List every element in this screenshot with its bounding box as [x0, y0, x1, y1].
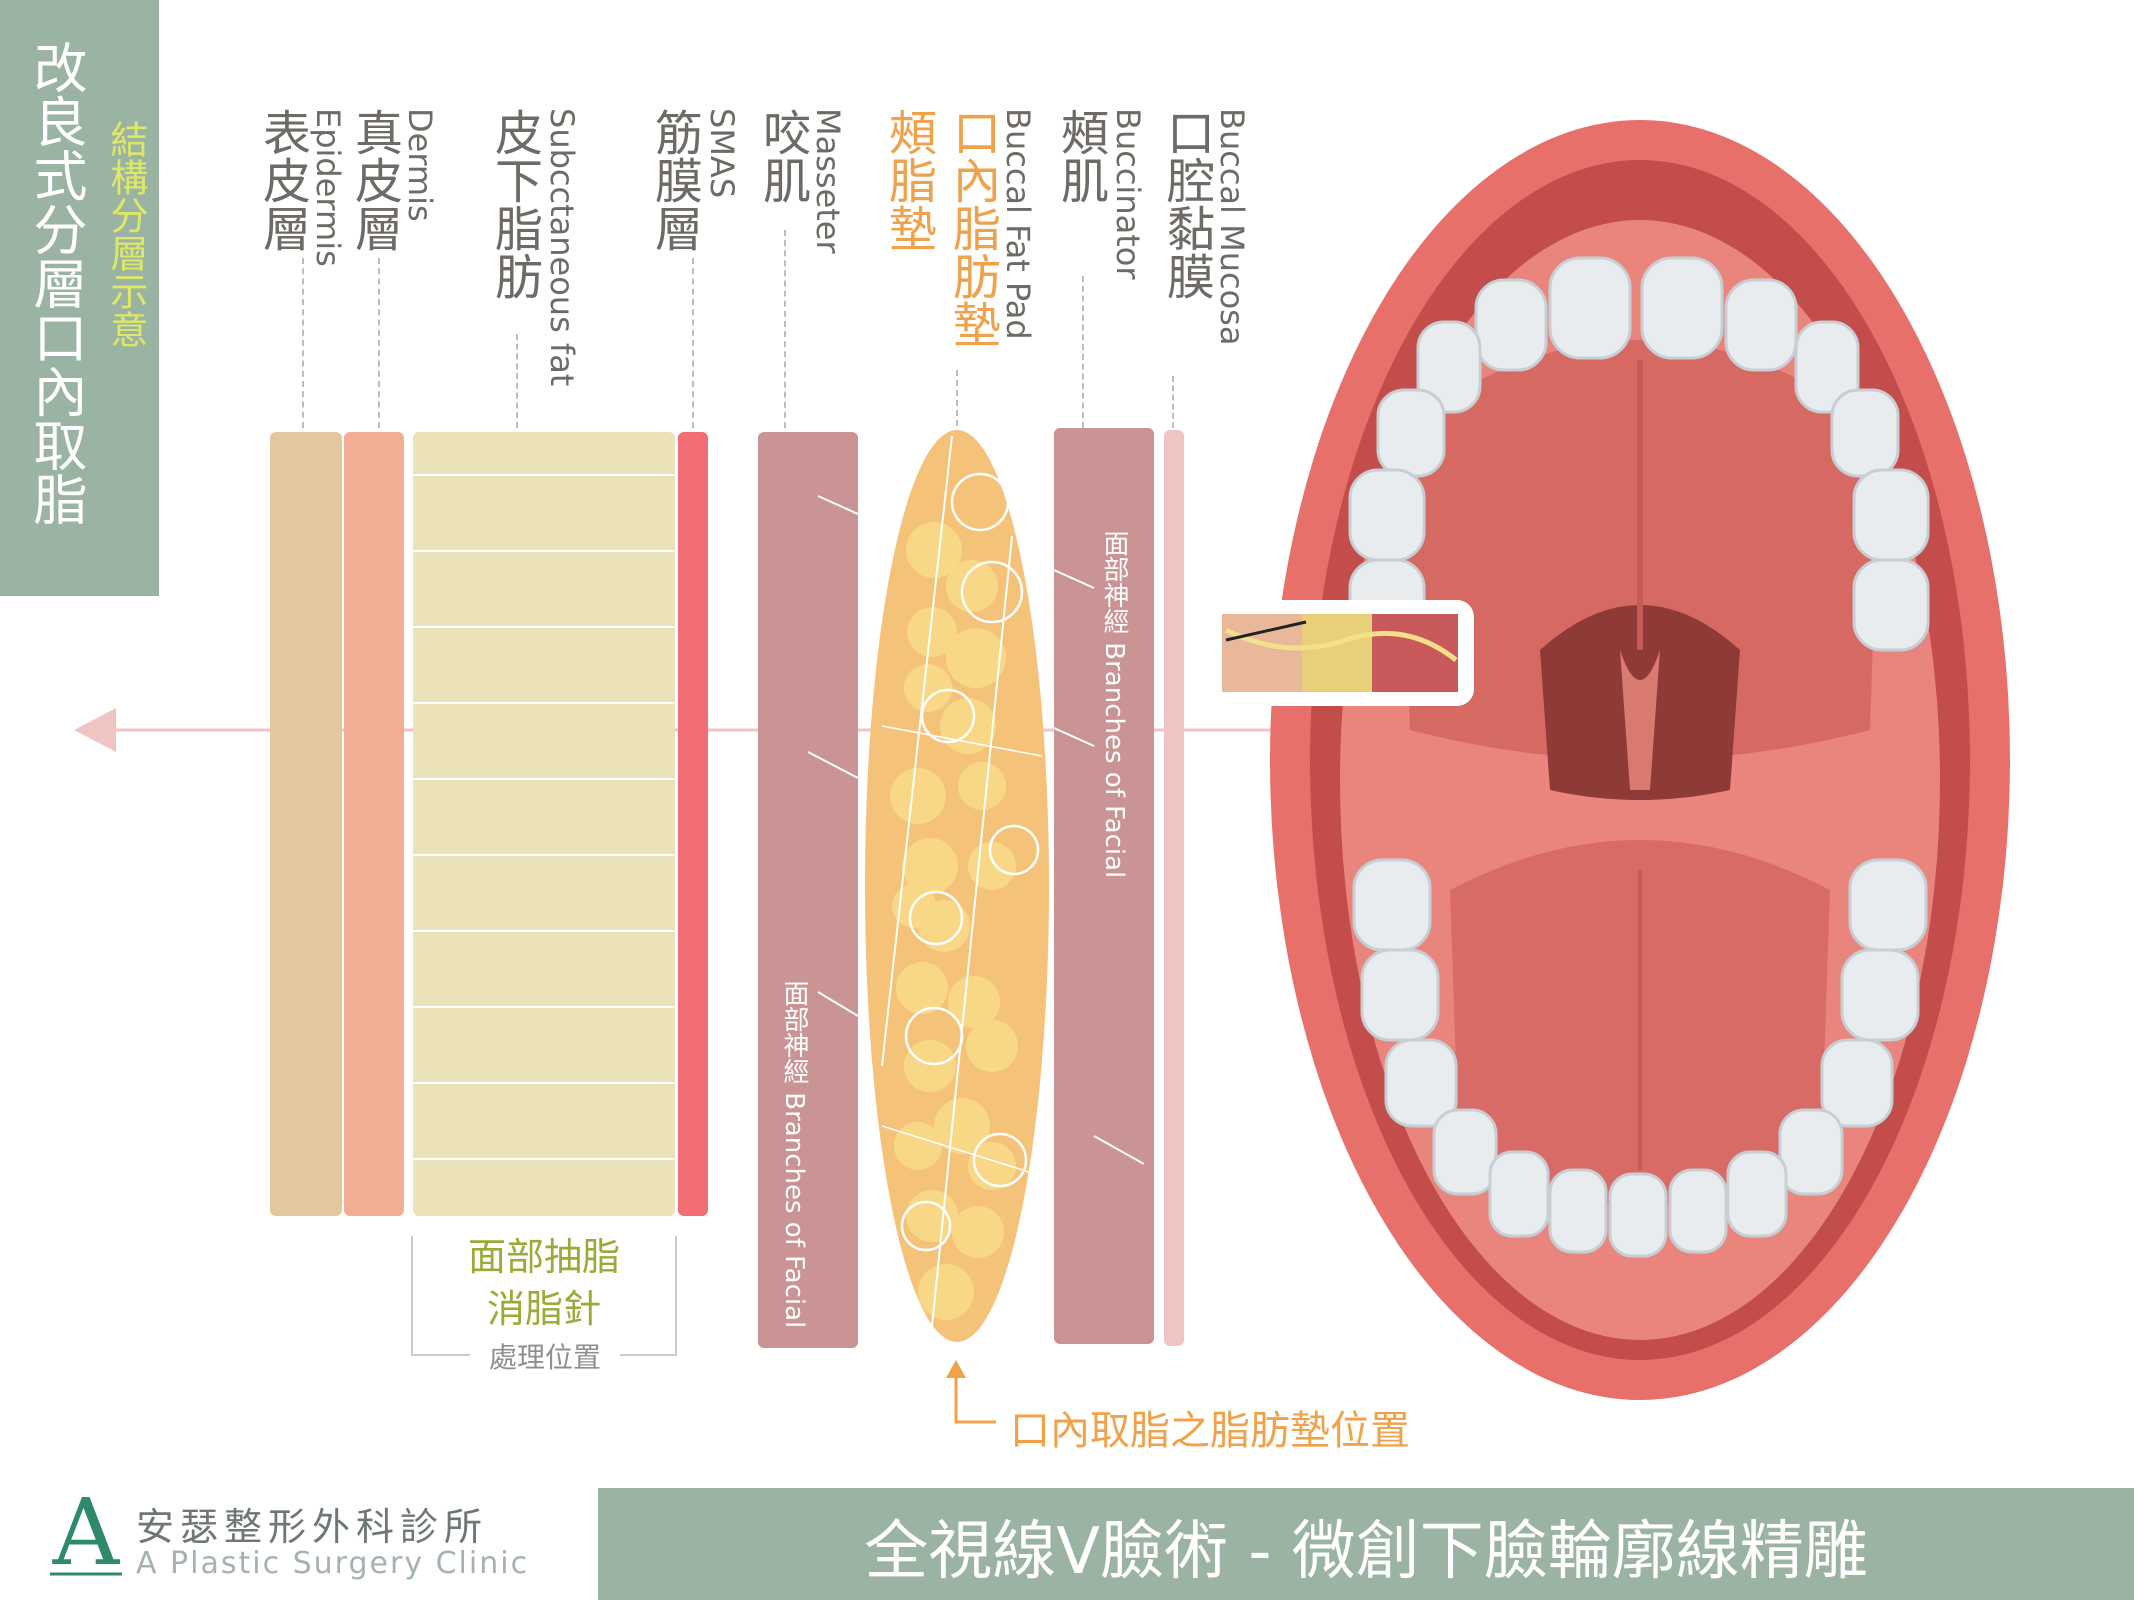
label-dermis-cn: 真皮層: [346, 108, 402, 252]
label-buccinator-en: Buccinator: [1109, 108, 1147, 280]
connector-masseter: [784, 230, 786, 428]
label-mucosa-cn: 口腔黏膜: [1158, 108, 1214, 300]
bracket-label-injection: 消脂針: [486, 1287, 601, 1331]
label-buccinator-cn: 頰肌: [1052, 108, 1108, 204]
clinic-logo-letter: A: [52, 1479, 121, 1578]
connector-epidermis: [302, 258, 304, 428]
label-masseter-cn: 咬肌: [754, 108, 810, 204]
tissue-inset: [1206, 600, 1474, 706]
fatpad-arrow: [946, 1360, 996, 1424]
label-epidermis-cn: 表皮層: [254, 108, 310, 252]
label-subcutaneous-cn: 皮下脂肪: [486, 108, 542, 300]
label-mucosa-en: Buccal Mucosa: [1213, 108, 1251, 346]
buccinator-nerve-lines: [1054, 569, 1145, 1165]
label-buccal-fat-en: Buccal Fat Pad: [999, 108, 1037, 340]
footer-title: 全視線V臉術 - 微創下臉輪廓線精雕: [864, 1515, 1868, 1589]
clinic-logo: A: [50, 1479, 122, 1578]
label-masseter-en: Masseter: [809, 108, 847, 254]
clinic-name-cn: 安瑟整形外科診所: [136, 1505, 489, 1549]
nerve-label-buccinator: 面部神經 Branches of Facial: [1099, 530, 1129, 879]
label-dermis-en: Dermis: [401, 108, 439, 222]
layer-buccinator: [1054, 428, 1154, 1344]
connector-buccinator: [1082, 276, 1084, 428]
title-panel: [0, 0, 159, 596]
bracket-caption: 處理位置: [470, 1336, 620, 1376]
bracket-label-liposuction: 面部抽脂: [467, 1235, 620, 1279]
connector-subcutaneous: [516, 334, 518, 428]
label-smas-en: SMAS: [703, 108, 741, 199]
layer-smas: [678, 432, 708, 1216]
label-buccal-fat-cn2: 口內脂肪墊: [944, 108, 1000, 348]
layer-epidermis: [270, 432, 342, 1216]
nerve-label-masseter: 面部神經 Branches of Facial: [779, 980, 809, 1329]
open-mouth-illustration: [1270, 120, 2010, 1400]
diagram-subtitle: 結構分層示意: [103, 120, 148, 348]
label-subcutaneous-en: Subcctaneous fat: [543, 108, 581, 387]
diagram-title: 改良式分層口內取脂: [24, 40, 87, 526]
fatpad-caption: 口內取脂之脂肪墊位置: [1010, 1408, 1410, 1454]
masseter-nerve-lines: [807, 495, 859, 1017]
layer-buccal-fat-pad: [865, 430, 1049, 1342]
layer-dermis: [344, 432, 404, 1216]
layer-buccal-mucosa: [1164, 430, 1184, 1346]
connector-buccal-fat: [956, 370, 958, 426]
connector-mucosa: [1172, 376, 1174, 428]
label-epidermis-en: Epidermis: [309, 108, 347, 267]
layer-subcutaneous-fat: [413, 432, 675, 1216]
clinic-name-en: A Plastic Surgery Clinic: [136, 1546, 530, 1581]
label-smas-cn: 筋膜層: [646, 108, 702, 252]
connector-smas: [692, 258, 694, 428]
footer-banner: [598, 1488, 2134, 1600]
label-buccal-fat-cn: 頰脂墊: [880, 108, 936, 252]
connector-dermis: [378, 258, 380, 428]
layer-masseter: [758, 432, 858, 1348]
